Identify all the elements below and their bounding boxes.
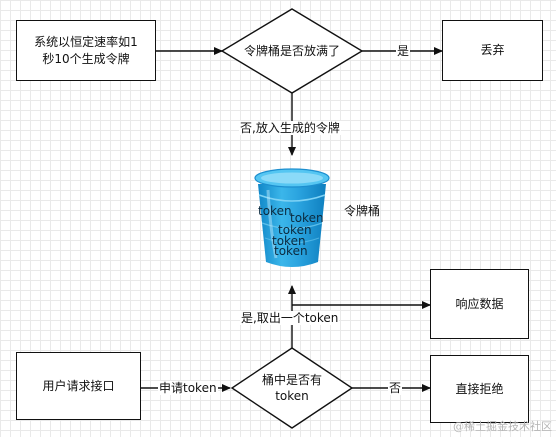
decision-bucket-full-label: 令牌桶是否放满了 (243, 44, 340, 58)
edge-label-has-no: 否 (388, 381, 403, 395)
node-respond-data: 响应数据 (430, 269, 529, 339)
decision-bucket-full (220, 8, 364, 94)
bucket-token: token (274, 244, 308, 258)
bucket-token: token (258, 204, 292, 218)
node-generate-tokens: 系统以恒定速率如1 秒10个生成令牌 (16, 20, 156, 81)
node-discard: 丢弃 (442, 20, 543, 81)
bucket-token: token (272, 234, 306, 248)
node-reject-directly: 直接拒绝 (430, 355, 529, 423)
edge-label-full-yes: 是 (396, 44, 411, 58)
bucket-token: token (278, 223, 312, 237)
edge-label-full-no: 否,放入生成的令牌 (239, 121, 341, 135)
decision-has-token (230, 347, 354, 429)
bucket-token: token (290, 211, 324, 225)
bucket-icon (254, 168, 330, 267)
edge-label-apply-token: 申请token (158, 381, 218, 395)
bucket-label: 令牌桶 (344, 204, 381, 218)
decision-has-token-label: 桶中是否有 token (261, 373, 322, 403)
edge-label-has-yes: 是,取出一个token (240, 311, 340, 325)
node-user-request-api: 用户请求接口 (16, 352, 141, 420)
watermark: @稀土掘金技术社区 (453, 420, 552, 433)
